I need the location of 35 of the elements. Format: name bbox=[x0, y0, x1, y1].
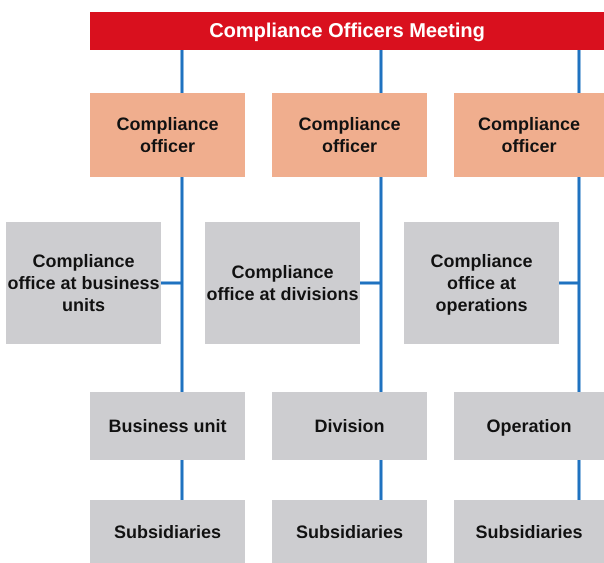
node-label: Compliance officer bbox=[476, 113, 582, 157]
node-label: Compliance officer bbox=[115, 113, 220, 157]
meeting-banner bbox=[90, 12, 604, 50]
node-label: Business unit bbox=[108, 415, 227, 437]
node-label: Compliance office at operations bbox=[429, 250, 534, 316]
connector-line bbox=[578, 460, 580, 500]
node-label: Division bbox=[314, 415, 384, 437]
unit-box bbox=[90, 392, 245, 460]
office-box bbox=[404, 222, 559, 344]
connector-line bbox=[559, 177, 580, 284]
connector-line bbox=[180, 460, 184, 500]
node-label: Operation bbox=[486, 415, 572, 437]
office-box bbox=[205, 222, 360, 344]
node-label: Compliance Officers Meeting bbox=[209, 20, 485, 42]
node-label: Compliance office at divisions bbox=[205, 261, 360, 305]
officer-box bbox=[272, 93, 427, 177]
officer-box bbox=[90, 93, 245, 177]
node-label: Compliance officer bbox=[297, 113, 402, 157]
node-label: Subsidiaries bbox=[114, 520, 222, 542]
office-box bbox=[6, 222, 161, 344]
connector-line bbox=[380, 50, 382, 93]
unit-box bbox=[454, 392, 604, 460]
unit-box bbox=[90, 500, 245, 563]
node-label: Subsidiaries bbox=[475, 520, 583, 542]
unit-box bbox=[272, 500, 427, 563]
officer-box bbox=[454, 93, 604, 177]
unit-box bbox=[272, 392, 427, 460]
unit-box bbox=[454, 500, 604, 563]
connector-line bbox=[380, 460, 382, 500]
connector-line bbox=[360, 177, 382, 284]
connector-line bbox=[161, 177, 184, 284]
node-label: Compliance office at business units bbox=[6, 250, 161, 316]
connector-line bbox=[180, 50, 184, 93]
connector-line bbox=[578, 50, 580, 93]
node-label: Subsidiaries bbox=[296, 520, 404, 542]
